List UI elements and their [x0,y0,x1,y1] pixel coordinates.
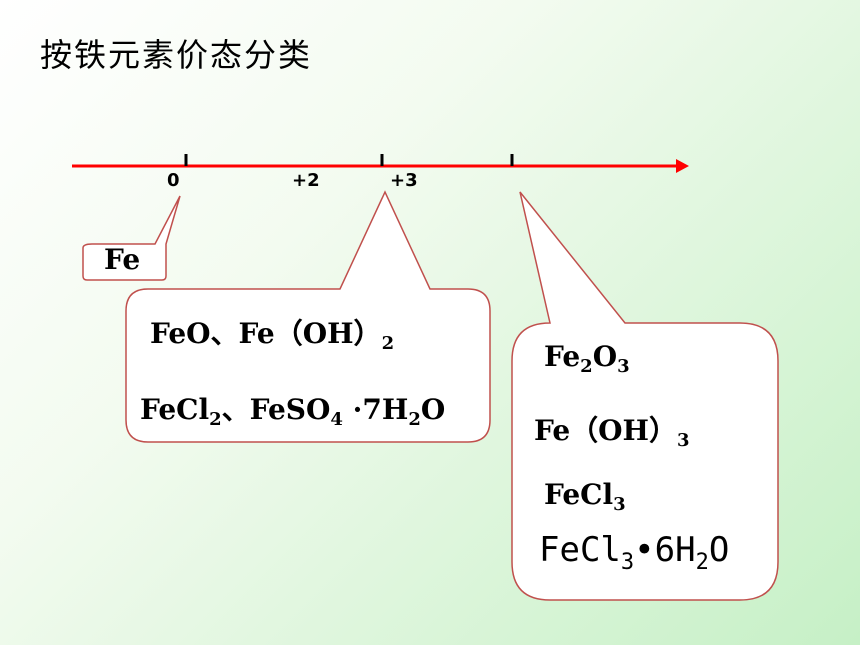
plus3-line4: FeCl3•6H2O [539,530,730,575]
plus3-line1: Fe2O3 [544,340,630,377]
fe-label: Fe [104,243,141,276]
callout-plus2 [125,190,491,443]
plus3-line2: Fe（OH）3 [534,414,690,451]
callout-plus3 [511,191,779,601]
plus2-line2: FeCl2、FeSO4 ·7H2O [140,393,446,430]
callout-fe [82,195,181,281]
tick-label-0: 0 [167,170,180,191]
axis-arrow-head [676,159,689,173]
page-title: 按铁元素价态分类 [40,36,313,74]
tick-label-plus3: +3 [390,170,418,191]
tick-label-plus2: +2 [292,170,320,191]
plus2-line1: FeO、Fe（OH）2 [150,317,395,354]
plus3-line3: FeCl3 [544,478,626,515]
